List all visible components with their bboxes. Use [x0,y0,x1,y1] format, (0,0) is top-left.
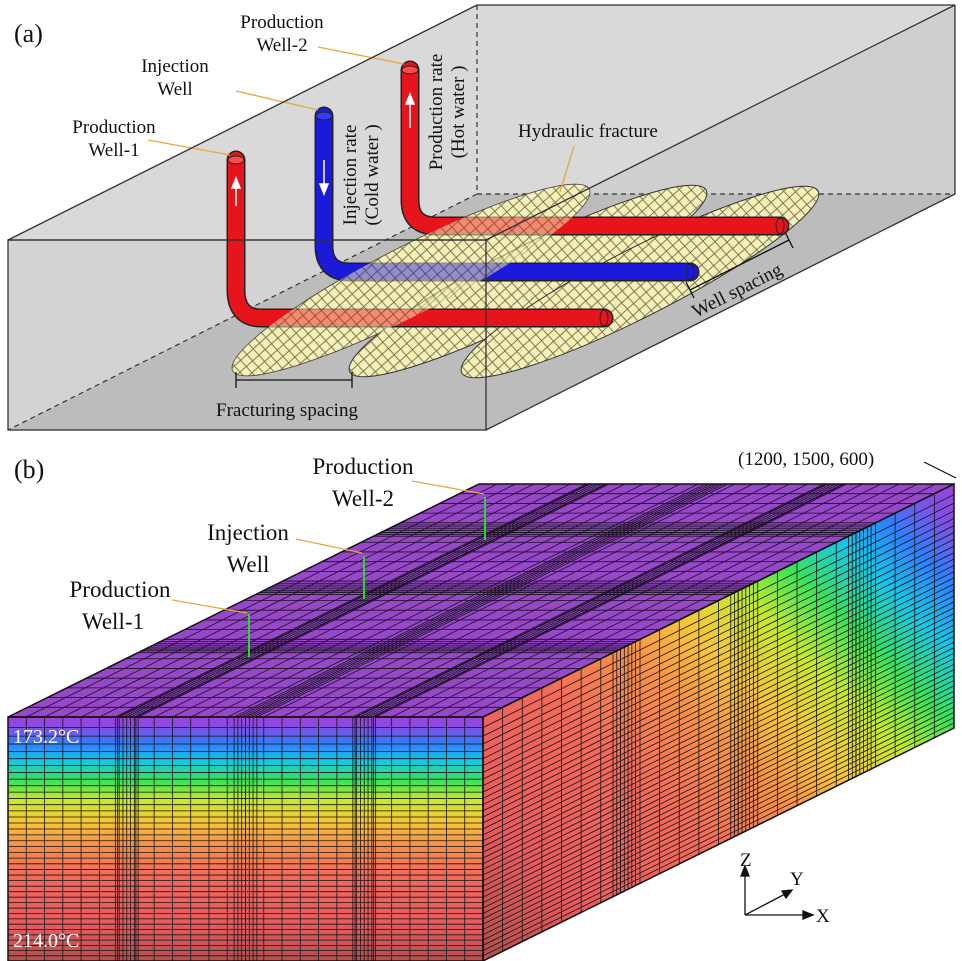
mesh-line [483,717,954,951]
box-front-edges [7,4,956,431]
production-well-1-label-line2: Well-1 [88,140,139,161]
mesh-line [483,613,954,847]
production-well-1-label-line1: Production [72,117,156,138]
axes-triad [740,864,815,920]
mesh-line [483,494,954,728]
mesh-line [483,706,954,941]
production-well-2-label-line1: Production [240,12,324,33]
mesh-line [483,619,954,853]
axis-x-label: X [816,906,830,927]
b-injection-well-label-line1: Injection [207,520,289,545]
b-production-well-1-label-line1: Production [70,577,171,602]
mesh-outline [7,482,955,961]
mesh-line [483,669,954,904]
mesh-line [483,652,954,887]
mesh-line [483,583,954,818]
panel-a: (a) Production Well-2 Injection Well Pro… [7,4,956,431]
fracturing-spacing-label: Fracturing spacing [216,400,358,421]
mesh-line [483,680,954,914]
mesh-line [483,685,954,920]
mesh-line [483,696,954,930]
mesh-line [483,722,954,957]
mesh-line [483,577,954,812]
svg-text:(Hot water ): (Hot water ) [448,66,469,159]
panel-a-leaders [147,46,575,193]
temperature-top-label: 173.2°C [13,726,79,748]
mesh-line [483,565,954,799]
mesh-line [483,558,954,793]
mesh-line [483,663,954,898]
mesh-line [483,595,954,830]
panel-b-label: (b) [14,455,44,484]
mesh-line [483,607,954,842]
mesh-line [483,502,954,737]
mesh-line [483,630,954,865]
mesh-front-grid [8,717,483,961]
temperature-bottom-label: 214.0°C [13,930,79,952]
mesh-top-grid [8,484,954,717]
well-markers [248,497,486,657]
corner-leader [923,461,957,479]
panel-b: (b) Production Well-2 Injection Well Pro… [7,449,957,961]
wells-panel-a [226,60,790,328]
mesh-line [483,525,954,760]
mesh-line [483,658,954,893]
mesh-line [483,552,954,787]
mesh-line [483,690,954,925]
mesh-line [483,624,954,859]
mesh-line [483,641,954,876]
svg-text:Production rate: Production rate [426,54,447,171]
mesh-line [483,532,954,767]
production-well-2-label-line2: Well-2 [256,35,307,56]
mesh-line [483,545,954,780]
mesh-line [483,647,954,881]
panel-a-label: (a) [14,19,43,48]
production-rate-label: Production rate (Hot water ) [426,54,469,171]
mesh-line [483,510,954,745]
svg-text:(Cold water ): (Cold water ) [362,124,383,225]
flow-arrows [230,91,416,206]
b-injection-well-label-line2: Well [227,552,270,577]
b-production-well-1-label-line2: Well-1 [82,609,144,634]
b-production-well-2-label-line2: Well-2 [332,486,394,511]
axis-y-label: Y [790,869,804,890]
mesh-line [483,539,954,773]
mesh-line [483,571,954,806]
mesh-line [483,518,954,752]
injection-well-label-line1: Injection [141,56,209,77]
mesh-line [483,589,954,824]
hydraulic-fracture-label: Hydraulic fracture [518,121,658,142]
injection-rate-label: Injection rate (Cold water ) [340,124,383,225]
mesh-line [483,601,954,836]
mesh-line [483,674,954,909]
dimension-lines [235,231,794,388]
mesh-side-grid [483,484,954,961]
b-production-well-2-label-line1: Production [313,454,414,479]
mesh-line [483,711,954,946]
svg-text:Injection rate: Injection rate [340,125,361,226]
injection-well-label-line2: Well [157,79,192,100]
axis-z-label: Z [740,850,752,871]
mesh-line [483,636,954,870]
corner-coordinate-label: (1200, 1500, 600) [738,449,874,470]
panel-b-leaders [171,480,485,614]
mesh-line [483,701,954,936]
